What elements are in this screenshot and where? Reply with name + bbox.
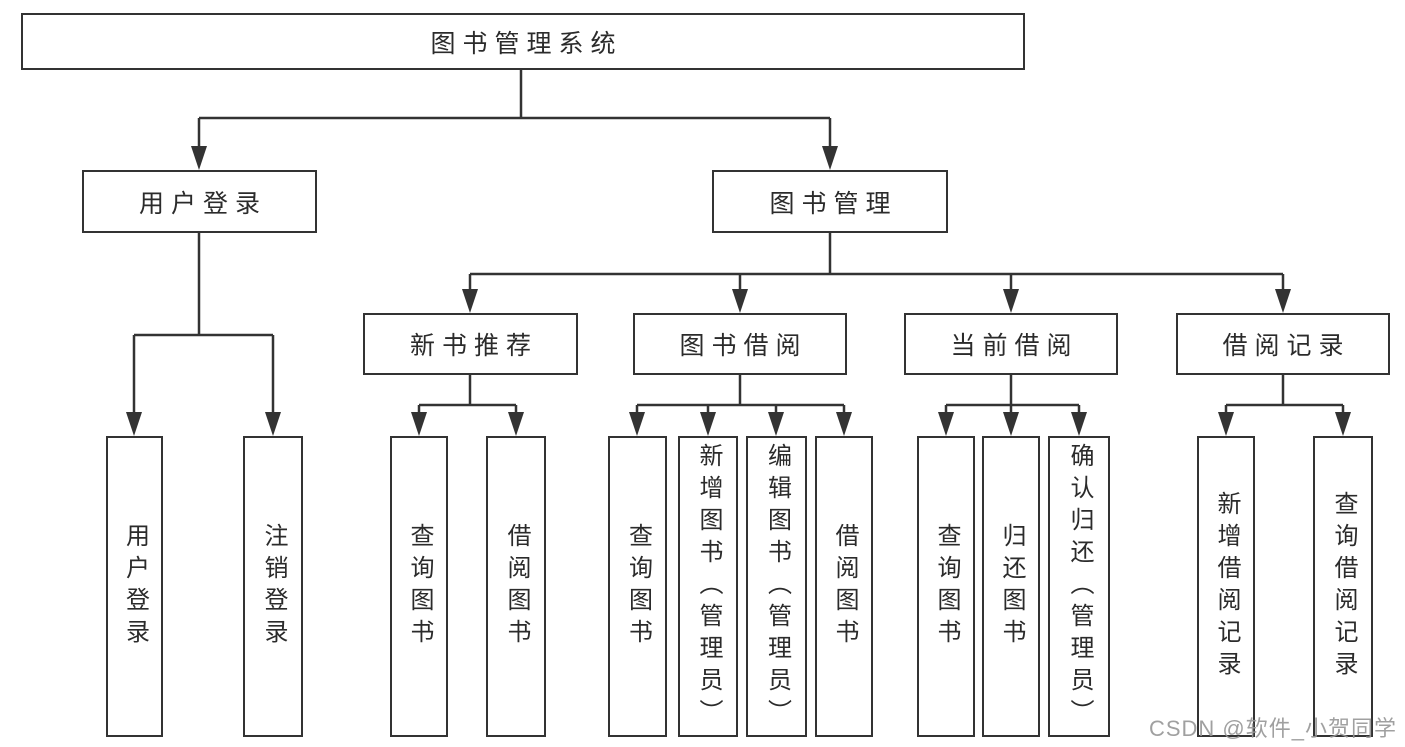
node-label: 借阅图书 [831, 522, 858, 651]
connector-paths [132, 70, 1345, 414]
node-label: 确认归还（管理员） [1066, 442, 1093, 731]
node-label: 注销登录 [260, 522, 287, 651]
node-label: 借阅图书 [503, 522, 530, 651]
leaf-query-books-borrow: 查询图书 [608, 436, 667, 737]
node-book-management: 图书管理 [712, 170, 948, 233]
leaf-confirm-return-admin: 确认归还（管理员） [1048, 436, 1110, 737]
node-library-system: 图书管理系统 [21, 13, 1025, 70]
node-label: 图书借阅 [679, 332, 808, 360]
leaf-logout-login: 注销登录 [243, 436, 303, 737]
node-new-book-recommend: 新书推荐 [363, 313, 578, 375]
node-label: 查询图书 [624, 522, 652, 651]
node-label: 归还图书 [998, 522, 1025, 651]
node-label: 用户登录 [138, 189, 267, 218]
node-label: 查询借阅记录 [1330, 490, 1357, 683]
node-book-borrow: 图书借阅 [633, 313, 847, 375]
arrowhead-icons [126, 146, 1351, 436]
node-label: 借阅记录 [1222, 332, 1351, 360]
leaf-borrow-books: 借阅图书 [815, 436, 873, 737]
leaf-query-books-recommend: 查询图书 [390, 436, 448, 737]
node-label: 图书管理系统 [430, 29, 623, 58]
node-user-login: 用户登录 [82, 170, 317, 233]
node-label: 新增图书（管理员） [695, 442, 722, 731]
leaf-user-login: 用户登录 [106, 436, 163, 737]
node-label: 查询图书 [406, 522, 433, 651]
node-label: 编辑图书（管理员） [763, 442, 791, 731]
leaf-query-borrow-record: 查询借阅记录 [1313, 436, 1373, 737]
node-borrow-records: 借阅记录 [1176, 313, 1390, 375]
leaf-add-books-admin: 新增图书（管理员） [678, 436, 738, 737]
node-label: 用户登录 [121, 522, 149, 651]
leaf-query-books-current: 查询图书 [917, 436, 975, 737]
node-label: 图书管理 [769, 189, 898, 218]
node-label: 新增借阅记录 [1213, 490, 1240, 683]
leaf-edit-books-admin: 编辑图书（管理员） [746, 436, 807, 737]
csdn-watermark: CSDN @软件_小贺同学 [1148, 716, 1397, 741]
node-current-borrow: 当前借阅 [904, 313, 1118, 375]
leaf-borrow-books-recommend: 借阅图书 [486, 436, 546, 737]
node-label: 查询图书 [933, 522, 960, 651]
node-label: 新书推荐 [409, 332, 538, 360]
leaf-add-borrow-record: 新增借阅记录 [1197, 436, 1255, 737]
leaf-return-books: 归还图书 [982, 436, 1040, 737]
node-label: 当前借阅 [950, 332, 1079, 360]
